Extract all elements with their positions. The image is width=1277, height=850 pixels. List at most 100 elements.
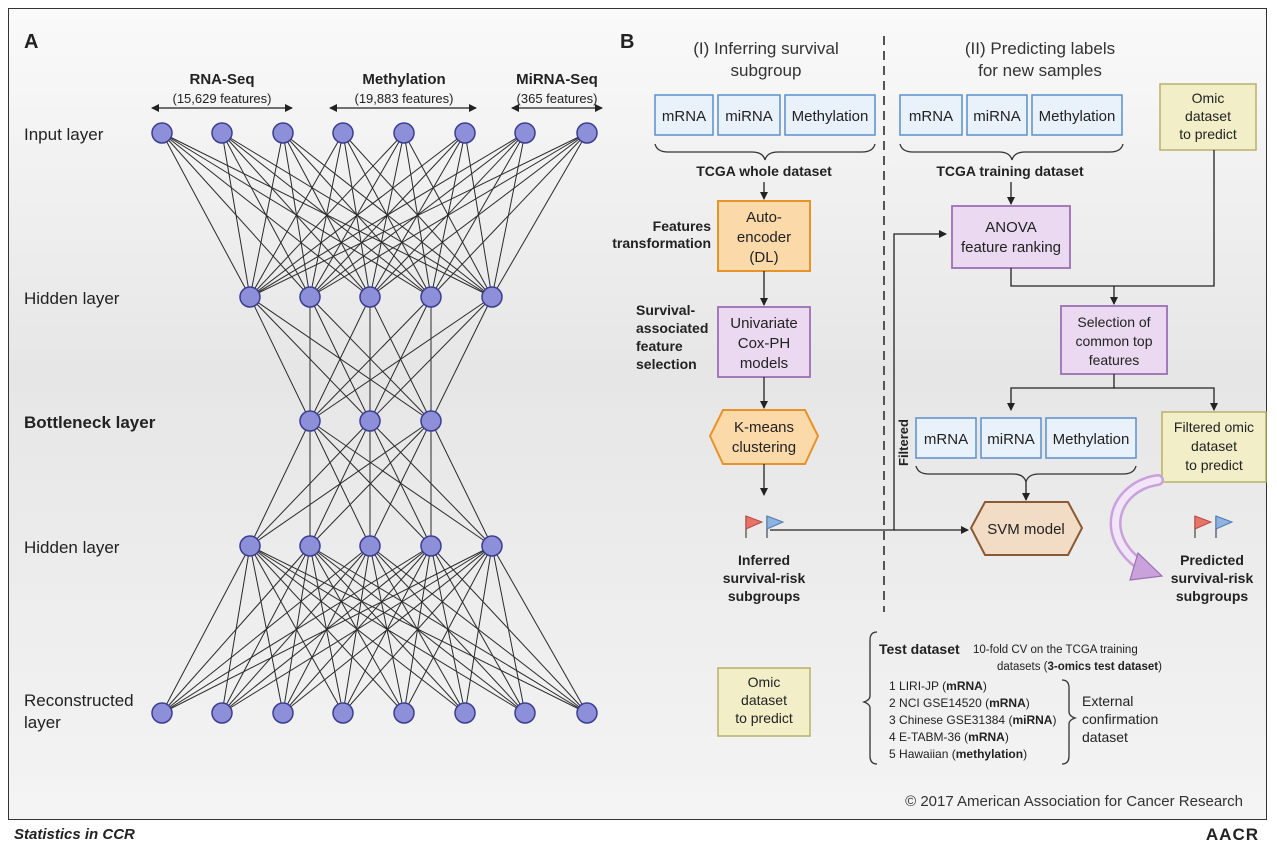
network-node-input xyxy=(272,122,294,144)
network-edge xyxy=(491,132,588,298)
selection-line2: common top xyxy=(1075,333,1152,349)
network-edge xyxy=(249,132,526,298)
network-node-bottleneck xyxy=(359,410,381,432)
section1-omics: mRNA miRNA Methylation xyxy=(654,94,876,136)
network-edge xyxy=(249,420,311,547)
network-edge xyxy=(309,296,371,422)
external-item-3: 3 Chinese GSE31384 (miRNA) xyxy=(889,713,1056,727)
group-features-rnaseq: (15,629 features) xyxy=(172,91,271,106)
network-edge xyxy=(309,420,432,547)
test-desc-line2: datasets (3-omics test dataset) xyxy=(997,661,1162,673)
omic-box-mrna xyxy=(654,94,714,136)
network-edge xyxy=(309,132,588,298)
network-node-reconstructed xyxy=(514,702,536,724)
section2-title-line1: (II) Predicting labels xyxy=(965,39,1115,58)
network-node-reconstructed xyxy=(332,702,354,724)
network-node-input xyxy=(454,122,476,144)
omic-predict-box xyxy=(1159,83,1257,151)
network-edge xyxy=(249,132,466,298)
network-node-input xyxy=(211,122,233,144)
layer-label-bottleneck: Bottleneck layer xyxy=(24,413,156,432)
panel-a: A RNA-Seq (15,629 features) Methylation … xyxy=(24,31,603,732)
network-node-bottleneck xyxy=(420,410,442,432)
external-line3: dataset xyxy=(1082,729,1128,745)
selection-line1: Selection of xyxy=(1077,314,1150,330)
external-item-5: 5 Hawaiian (methylation) xyxy=(889,747,1027,761)
omic-label-mirna: miRNA xyxy=(725,108,773,125)
network-edge xyxy=(369,132,526,298)
predicted-line3: subgroups xyxy=(1176,588,1249,604)
network-node-reconstructed xyxy=(576,702,598,724)
test-desc-line1: 10-fold CV on the TCGA training xyxy=(973,644,1138,656)
section2-omics: mRNA miRNA Methylation xyxy=(899,94,1123,136)
layer-label-reconstructed-2: layer xyxy=(24,713,61,732)
network-edge xyxy=(430,132,588,298)
cox-line1: Univariate xyxy=(730,315,798,332)
omic-predict-line1: Omic xyxy=(1192,90,1225,106)
network-edge xyxy=(221,132,251,298)
svm-label: SVM model xyxy=(987,521,1065,538)
omic-label-mirna-2: miRNA xyxy=(973,108,1021,125)
network-edge xyxy=(249,420,371,547)
network-node-reconstructed xyxy=(454,702,476,724)
network-edge xyxy=(282,545,493,714)
group-features-mirnaseq: (365 features) xyxy=(517,91,598,106)
network-edge xyxy=(369,296,493,422)
connector-anova-omic xyxy=(1010,150,1215,287)
group-name-mirnaseq: MiRNA-Seq xyxy=(516,71,598,88)
network-node-reconstructed xyxy=(151,702,173,724)
external-brace xyxy=(1061,679,1078,765)
network-node-hidden-1 xyxy=(239,286,261,308)
network-node-bottleneck xyxy=(299,410,321,432)
network-edge xyxy=(369,420,432,547)
network-edge xyxy=(309,296,432,422)
inferred-line3: subgroups xyxy=(728,588,801,604)
autoencoder-line2: encoder xyxy=(737,229,791,246)
layer-label-hidden-2: Hidden layer xyxy=(24,538,120,557)
section1-title-line2: subgroup xyxy=(731,61,802,80)
footer-journal: Statistics in CCR xyxy=(14,826,135,843)
network-edge xyxy=(430,296,493,422)
filtered-omic-line3: to predict xyxy=(1185,457,1243,473)
network-edge xyxy=(161,545,432,714)
external-item-4: 4 E-TABM-36 (mRNA) xyxy=(889,730,1009,744)
omic-label-mrna-3: mRNA xyxy=(924,431,968,448)
network-edge xyxy=(249,296,311,422)
network-node-hidden-2 xyxy=(359,535,381,557)
autoencoder-line3: (DL) xyxy=(749,249,778,266)
network-edge xyxy=(161,132,251,298)
network-node-input xyxy=(514,122,536,144)
network-node-hidden-1 xyxy=(420,286,442,308)
panel-b-letter: B xyxy=(620,31,634,53)
network-edge xyxy=(309,296,493,422)
anova-line1: ANOVA xyxy=(985,219,1036,236)
network-node-hidden-1 xyxy=(481,286,503,308)
omic-box-mrna-3 xyxy=(915,417,977,459)
network-node-hidden-2 xyxy=(420,535,442,557)
network-edge xyxy=(491,545,526,714)
filtered-label: Filtered xyxy=(896,419,911,466)
network-node-input xyxy=(151,122,173,144)
network-edge xyxy=(249,132,344,298)
panel-a-letter: A xyxy=(24,31,38,53)
omic-label-methylation: Methylation xyxy=(792,108,869,125)
arrow-to-filtered-omic xyxy=(1114,387,1218,411)
omic-box-mrna-2 xyxy=(899,94,963,136)
omic-label-methylation-2: Methylation xyxy=(1039,108,1116,125)
group-name-rnaseq: RNA-Seq xyxy=(189,71,254,88)
anova-box xyxy=(951,205,1071,269)
network-edge xyxy=(161,545,251,714)
features-transformation-line2: transformation xyxy=(612,235,711,251)
network-edge xyxy=(342,545,493,714)
network-node-hidden-1 xyxy=(359,286,381,308)
selection-line3: features xyxy=(1089,352,1140,368)
omic-label-mrna: mRNA xyxy=(662,108,706,125)
predicted-line1: Predicted xyxy=(1180,552,1244,568)
network-node-reconstructed xyxy=(393,702,415,724)
network-edge xyxy=(249,132,588,298)
network-edge xyxy=(161,545,311,714)
copyright: © 2017 American Association for Cancer R… xyxy=(905,793,1243,810)
network-node-hidden-2 xyxy=(481,535,503,557)
group-features-methylation: (19,883 features) xyxy=(354,91,453,106)
kmeans-line2: clustering xyxy=(732,439,796,456)
